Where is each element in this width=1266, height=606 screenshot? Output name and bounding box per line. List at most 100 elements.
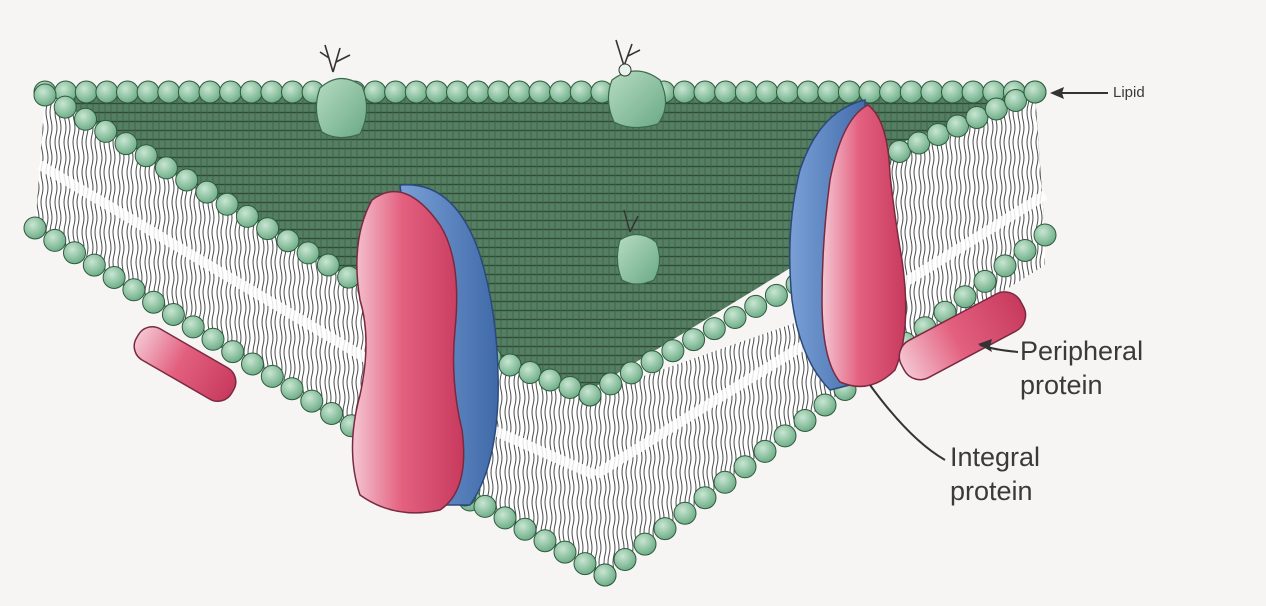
lipid-head [95,120,117,142]
lipid-head [714,471,736,493]
glycoprotein-1 [316,45,366,138]
lipid-head [673,81,695,103]
lipid-head [777,81,799,103]
lipid-head [236,205,258,227]
lipid-head [703,318,725,340]
lipid-head [765,284,787,306]
lipid-head [182,316,204,338]
lipid-head [694,81,716,103]
lipid-head [494,507,516,529]
lipid-head [317,254,339,276]
lipid-head [261,365,283,387]
lipid-head [715,81,737,103]
lipid-head [447,81,469,103]
lipid-head [574,553,596,575]
integral-protein-label: Integral protein [950,440,1040,508]
lipid-head [222,341,244,363]
lipid-head [908,132,930,154]
lipid-head [554,541,576,563]
lipid-head [115,133,137,155]
lipid-head [143,291,165,313]
lipid-head [364,81,386,103]
lipid-head [240,81,262,103]
lipid-head [135,145,157,167]
lipid-head [534,530,556,552]
lipid-head [942,81,964,103]
lipid-head [888,141,910,163]
lipid-head [54,96,76,118]
lipid-head [859,81,881,103]
lipid-head [1014,240,1036,262]
lipid-head [155,157,177,179]
lipid-head [600,373,622,395]
lipid-head [321,403,343,425]
lipid-head [508,81,530,103]
lipid-head [734,456,756,478]
lipid-head [277,230,299,252]
lipid-head [985,98,1007,120]
lipid-head [519,362,541,384]
lipid-head [694,487,716,509]
lipid-head [966,107,988,129]
lipid-head [488,81,510,103]
lipid-head [594,564,616,586]
peripheral-protein-label: Peripheral protein [1020,334,1143,402]
lipid-head [123,279,145,301]
lipid-head [467,81,489,103]
lipid-head [818,81,840,103]
lipid-head [96,81,118,103]
lipid-head [570,81,592,103]
lipid-head [974,270,996,292]
lipid-head [261,81,283,103]
lipid-head [794,410,816,432]
lipid-head [529,81,551,103]
lipid-head [774,425,796,447]
lipid-head [301,390,323,412]
lipid-head [75,81,97,103]
lipid-label: Lipid [1113,84,1145,101]
peripheral-label-line1: Peripheral [1020,334,1143,368]
lipid-head [880,81,902,103]
lipid-head [202,328,224,350]
lipid-head [1034,224,1056,246]
lipid-head [24,217,46,239]
lipid-head [550,81,572,103]
lipid-head [735,81,757,103]
integral-protein-left [353,192,464,513]
lipid-head [257,218,279,240]
lipid-head [158,81,180,103]
lipid-head [1005,90,1027,112]
lipid-head [994,255,1016,277]
lipid-head [405,81,427,103]
lipid-head [474,495,496,517]
integral-leader [870,385,945,460]
lipid-head [641,351,663,373]
lipid-head [499,354,521,376]
lipid-head [385,81,407,103]
lipid-head [176,169,198,191]
lipid-arrowhead-icon [1050,87,1064,99]
lipid-head [754,440,776,462]
lipid-head [1024,81,1046,103]
lipid-head [683,329,705,351]
integral-label-line2: protein [950,474,1040,508]
lipid-head [654,518,676,540]
lipid-head [756,81,778,103]
lipid-head [614,549,636,571]
lipid-head [178,81,200,103]
lipid-head [75,108,97,130]
peripheral-label-line2: protein [1020,368,1143,402]
lipid-head [954,286,976,308]
lipid-head [196,181,218,203]
lipid-head [83,254,105,276]
lipid-head [745,295,767,317]
lipid-head [44,229,66,251]
lipid-head [539,369,561,391]
lipid-head [117,81,139,103]
lipid-head [634,533,656,555]
lipid-head [34,84,56,106]
lipid-head [216,193,238,215]
lipid-head [426,81,448,103]
lipid-head [814,394,836,416]
